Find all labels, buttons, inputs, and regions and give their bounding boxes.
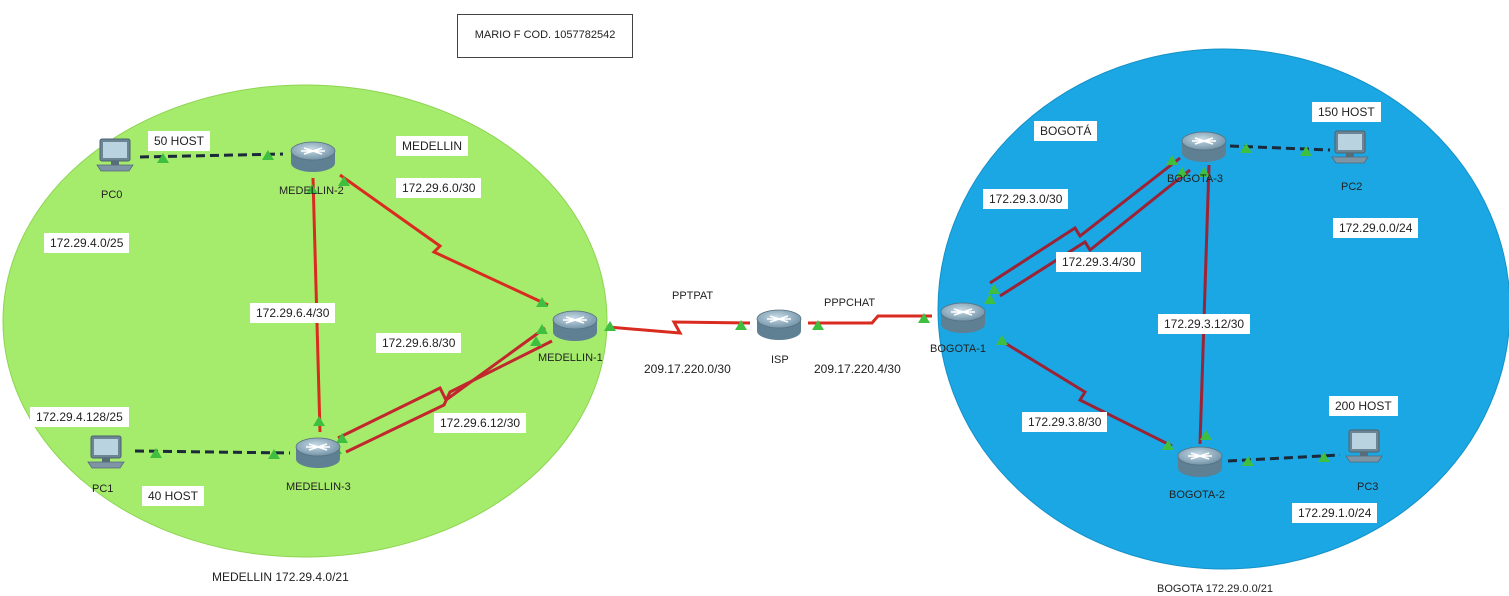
router-icon[interactable]: [552, 310, 598, 342]
device-name-isp: ISP: [771, 354, 789, 366]
device-name-bogota2: BOGOTA-2: [1169, 489, 1226, 501]
link-label-b1-b3-a: 172.29.3.0/30: [983, 189, 1069, 209]
link-label-m2-m3: 172.29.6.4/30: [250, 303, 336, 323]
bogota-summary: BOGOTA 172.29.0.0/21: [1157, 583, 1273, 595]
net-label-pc1: 172.29.4.128/25: [30, 407, 129, 427]
link-pc0-medellin2: [139, 152, 284, 159]
device-name-bogota3: BOGOTA-3: [1167, 173, 1224, 185]
ppp-right-label: PPPCHAT: [824, 297, 876, 309]
pc-icon[interactable]: [87, 435, 125, 469]
device-name-medellin1: MEDELLIN-1: [538, 352, 603, 364]
bogota-region-name: BOGOTÁ: [1034, 121, 1098, 141]
link-label-b1-b3-b: 172.29.3.4/30: [1056, 252, 1142, 272]
link-isp-bogota1: [808, 314, 932, 325]
pc-icon[interactable]: [96, 138, 134, 172]
host-count-pc0: 50 HOST: [148, 131, 211, 151]
device-name-pc1: PC1: [92, 483, 114, 495]
link-bogota3-bogota2: [1198, 164, 1211, 445]
link-bogota1-bogota3-a: [989, 156, 1181, 285]
port-indicators: [150, 143, 1330, 466]
device-name-medellin3: MEDELLIN-3: [286, 481, 351, 493]
medellin-summary: MEDELLIN 172.29.4.0/21: [212, 570, 349, 584]
wan-right-label: 209.17.220.4/30: [814, 362, 901, 376]
link-label-m2-m1: 172.29.6.0/30: [396, 178, 482, 198]
router-icon[interactable]: [295, 437, 341, 469]
ppp-left-label: PPTPAT: [672, 290, 714, 302]
link-medellin2-medellin1: [339, 173, 549, 307]
link-pc1-medellin3: [134, 449, 291, 455]
router-icon[interactable]: [756, 309, 802, 341]
wan-left-label: 209.17.220.0/30: [644, 362, 731, 376]
link-medellin3-medellin1-b: [345, 339, 553, 454]
device-name-bogota1: BOGOTA-1: [930, 343, 987, 355]
router-icon[interactable]: [290, 141, 336, 173]
link-label-m3-m1-a: 172.29.6.8/30: [376, 333, 462, 353]
device-name-pc2: PC2: [1341, 181, 1363, 193]
pc-icon[interactable]: [1345, 429, 1383, 463]
link-medellin3-medellin1-a: [337, 326, 546, 440]
medellin-region-name: MEDELLIN: [396, 136, 469, 156]
net-label-pc2: 172.29.0.0/24: [1333, 218, 1419, 238]
host-count-pc1: 40 HOST: [142, 486, 205, 506]
host-count-pc3: 200 HOST: [1329, 396, 1398, 416]
device-name-pc0: PC0: [101, 189, 123, 201]
link-medellin1-isp: [607, 320, 751, 335]
device-name-medellin2: MEDELLIN-2: [279, 185, 344, 197]
device-name-pc3: PC3: [1357, 481, 1379, 493]
link-label-b3-b2: 172.29.3.12/30: [1158, 314, 1251, 334]
router-icon[interactable]: [1177, 446, 1223, 478]
host-count-pc2: 150 HOST: [1312, 102, 1381, 122]
link-bogota1-bogota3-b: [999, 168, 1191, 298]
link-bogota1-bogota2: [999, 338, 1173, 448]
router-icon[interactable]: [1181, 131, 1227, 163]
author-title: MARIO F COD. 1057782542: [474, 29, 616, 41]
author-title-box: MARIO F COD. 1057782542: [457, 14, 633, 58]
link-label-m3-m1-b: 172.29.6.12/30: [434, 413, 527, 433]
pc-icon[interactable]: [1331, 130, 1369, 164]
net-label-pc0: 172.29.4.0/25: [44, 233, 130, 253]
net-label-pc3: 172.29.1.0/24: [1292, 503, 1378, 523]
link-label-b1-b2: 172.29.3.8/30: [1022, 412, 1108, 432]
router-icon[interactable]: [940, 302, 986, 334]
